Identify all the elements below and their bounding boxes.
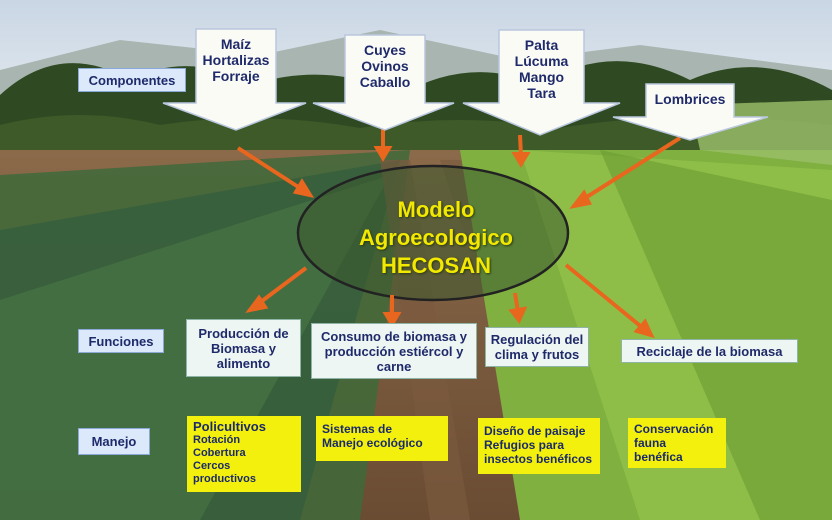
- function-text: carne: [376, 358, 412, 374]
- component-text: Lombrices: [654, 91, 726, 107]
- function-text: clima y frutos: [494, 347, 580, 362]
- management-item: fauna: [634, 436, 667, 450]
- function-text: alimento: [216, 355, 271, 371]
- label-text: Funciones: [88, 333, 154, 349]
- management-item: productivos: [193, 473, 256, 485]
- function-biomass-production: Producción de Biomasa y alimento: [186, 319, 301, 377]
- function-biomass-recycling: Reciclaje de la biomasa: [621, 339, 798, 363]
- component-livestock: Cuyes Ovinos Caballo: [345, 36, 425, 106]
- function-text: Consumo de biomasa y: [321, 328, 467, 344]
- management-item: Manejo ecológico: [322, 436, 423, 450]
- model-title-line: Modelo: [397, 197, 475, 222]
- management-item: Rotación: [193, 434, 241, 446]
- function-biomass-consumption: Consumo de biomasa y producción estiérco…: [311, 323, 477, 379]
- label-text: Manejo: [91, 434, 137, 449]
- management-title: Sistemas de: [322, 422, 393, 436]
- label-text: Componentes: [88, 72, 176, 88]
- management-polycultures: Policultivos Rotación Cobertura Cercos p…: [187, 416, 301, 492]
- function-climate-regulation: Regulación del clima y frutos: [485, 327, 589, 367]
- management-item: Refugios para: [484, 438, 565, 452]
- function-text: Regulación del: [490, 332, 584, 347]
- function-text: Producción de: [198, 325, 289, 341]
- component-fruit-trees: Palta Lúcuma Mango Tara: [499, 31, 584, 121]
- component-earthworms: Lombrices: [646, 86, 734, 116]
- component-text: Ovinos: [361, 58, 409, 74]
- component-text: Maíz: [220, 36, 252, 52]
- management-landscape-design: Diseño de paisaje Refugios para insectos…: [478, 418, 600, 474]
- component-corn-vegetables-forage: Maíz Hortalizas Forraje: [196, 30, 276, 102]
- model-title-line: HECOSAN: [380, 253, 491, 278]
- management-item: Cobertura: [193, 447, 246, 459]
- management-item: benéfica: [634, 450, 683, 464]
- model-title-line: Agroecologico: [358, 225, 513, 250]
- component-text: Hortalizas: [202, 52, 270, 68]
- component-text: Caballo: [359, 74, 411, 90]
- component-text: Cuyes: [363, 42, 406, 58]
- function-text: producción estiércol y: [324, 343, 464, 359]
- label-funciones: Funciones: [78, 329, 164, 353]
- management-ecological-systems: Sistemas de Manejo ecológico: [316, 416, 448, 461]
- component-text: Tara: [527, 85, 556, 101]
- model-title: Modelo Agroecologico HECOSAN: [325, 196, 547, 280]
- label-componentes: Componentes: [78, 68, 186, 92]
- management-title: Conservación: [634, 422, 714, 436]
- function-text: Biomasa y: [210, 340, 277, 356]
- component-text: Forraje: [212, 68, 260, 84]
- management-title: Policultivos: [193, 419, 266, 434]
- management-item: Cercos: [193, 460, 231, 472]
- function-text: Reciclaje de la biomasa: [636, 343, 783, 359]
- management-fauna-conservation: Conservación fauna benéfica: [628, 418, 726, 468]
- component-text: Palta: [524, 37, 559, 53]
- component-text: Mango: [518, 69, 565, 85]
- management-title: Diseño de paisaje: [484, 424, 586, 438]
- component-text: Lúcuma: [514, 53, 569, 69]
- management-item: insectos benéficos: [484, 452, 593, 466]
- label-manejo: Manejo: [78, 428, 150, 455]
